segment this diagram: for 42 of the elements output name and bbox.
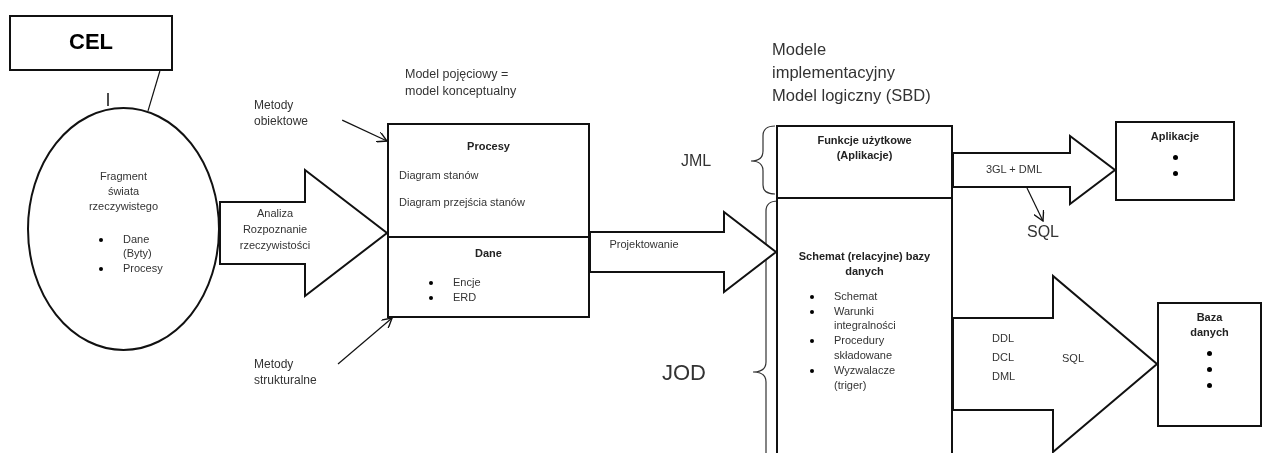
process-box [776,125,953,199]
process-box [9,15,173,71]
arrow [337,317,393,365]
process-box [387,123,590,238]
annotation-text: DCL [992,350,1014,365]
annotation-text: JML [681,151,712,171]
annotation-text: DML [992,369,1016,384]
block-arrow [952,273,1159,453]
ellipse-shape [27,107,220,351]
node-title: CEL [69,28,113,56]
process-box [1115,121,1235,201]
arrow [341,119,388,143]
bullet-item: Wyzwalacze (triger) [834,362,897,393]
node-text: Fragment świata rzeczywistego [87,169,160,214]
node-title: Dane [474,246,503,261]
node-title: Baza danych [1189,310,1230,340]
process-box [387,236,590,318]
annotation-text: DDL [992,331,1014,346]
node-text: Diagram przejścia stanów [399,194,526,210]
node-title: Schemat (relacyjne) bazy danych [797,249,932,279]
arrow [1026,187,1045,222]
process-box [1157,302,1262,427]
annotation-text: Metody obiektowe [254,97,344,130]
bullet-item: Warunki integralności [834,303,897,334]
bullet-item: Procedury składowane [834,333,894,363]
node-title: Procesy [466,139,511,154]
bullet-item: Dane (Byty) [123,231,153,262]
annotation-text: JOD [662,359,706,387]
connector-line [147,70,161,112]
node-title: Funkcje użytkowe (Aplikacje) [816,133,913,163]
annotation-text: Metody strukturalne [254,356,354,389]
annotation-text: SQL [1062,351,1084,366]
node-title: Aplikacje [1150,129,1200,144]
bullet-item: ERD [453,289,477,305]
bullet-item: Encje [453,274,481,290]
annotation-text: Model pojęciowy = model konceptualny [405,66,518,100]
node-text: Diagram stanów [399,167,480,183]
annotation-text: Modele implementacyjny Model logiczny (SBD) [772,39,932,107]
annotation-text: SQL [1027,221,1061,243]
bullet-item: Schemat [834,288,878,304]
bullet-item: Procesy [123,261,163,277]
process-box [776,197,953,453]
